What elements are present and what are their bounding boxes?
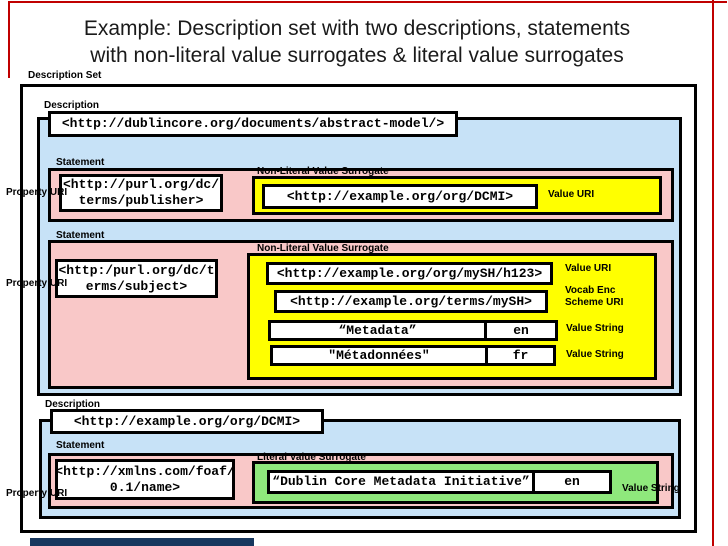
- statement-1-label: Statement: [56, 157, 105, 168]
- vocab-enc-label-line2: Scheme URI: [565, 297, 624, 308]
- statement-2-property-uri-line1: <http:/purl.org/dc/t: [58, 262, 215, 278]
- statement-2-value-string-1-box: “Metadata” en: [268, 320, 558, 341]
- statement-1-value-uri-label: Value URI: [548, 189, 595, 200]
- slide-title: Example: Description set with two descri…: [0, 15, 714, 69]
- statement-3-property-uri-line1: <http://xmlns.com/foaf/: [55, 463, 235, 479]
- statement-3-value-string: “Dublin Core Metadata Initiative”: [272, 474, 530, 489]
- description-1-label: Description: [44, 100, 100, 111]
- statement-2-value-uri: <http://example.org/org/mySH/h123>: [276, 265, 543, 281]
- statement-2-vocab-scheme-uri: <http://example.org/terms/mySH>: [290, 293, 532, 309]
- red-frame-left-line: [8, 1, 10, 78]
- statement-2-value-string-1-label: Value String: [566, 323, 624, 334]
- statement-2-vocab-scheme-label: Vocab Enc Scheme URI: [565, 285, 623, 309]
- statement-1-value-uri-box: <http://example.org/org/DCMI>: [262, 184, 538, 209]
- statement-1-property-uri-label: Property URI: [6, 187, 68, 198]
- statement-2-value-string-2-box: "Métadonnées" fr: [270, 345, 556, 366]
- footer-navy-bar: [30, 538, 254, 546]
- statement-3-property-uri-box: <http://xmlns.com/foaf/ 0.1/name>: [55, 459, 235, 500]
- statement-3-literal-label: Literal Value Surrogate: [257, 452, 366, 463]
- statement-2-lang-2: fr: [485, 348, 553, 363]
- description-set-label: Description Set: [28, 70, 102, 81]
- statement-3-label: Statement: [56, 440, 105, 451]
- statement-2-value-string-2-label: Value String: [566, 349, 624, 360]
- statement-2-label: Statement: [56, 230, 105, 241]
- red-frame-top-line: [8, 1, 727, 3]
- statement-2-property-uri-label: Property URI: [6, 278, 68, 289]
- vocab-enc-label-line1: Vocab Enc: [565, 285, 616, 296]
- statement-1-property-uri-line2: terms/publisher>: [78, 193, 204, 208]
- description-2-uri-box: <http://example.org/org/DCMI>: [50, 409, 324, 434]
- statement-3-value-string-box: “Dublin Core Metadata Initiative” en: [267, 470, 612, 494]
- statement-3-property-uri-label: Property URI: [6, 488, 68, 499]
- statement-2-property-uri-box: <http:/purl.org/dc/t erms/subject>: [55, 259, 218, 298]
- statement-1-property-uri-box: <http://purl.org/dc/ terms/publisher>: [59, 174, 223, 212]
- statement-1-property-uri-line1: <http://purl.org/dc/: [62, 177, 220, 192]
- description-2-label: Description: [45, 399, 101, 410]
- description-1-uri-box: <http://dublincore.org/documents/abstrac…: [48, 111, 458, 137]
- statement-3-value-string-label: Value String: [622, 483, 680, 494]
- red-frame-right-line: [712, 0, 714, 546]
- description-1-uri: <http://dublincore.org/documents/abstrac…: [61, 116, 445, 131]
- statement-2-lang-1: en: [484, 323, 555, 338]
- statement-1-value-uri: <http://example.org/org/DCMI>: [286, 188, 514, 204]
- statement-1-non-literal-label: Non-Literal Value Surrogate: [257, 166, 389, 177]
- statement-3-property-uri-line2: 0.1/name>: [109, 479, 181, 495]
- statement-3-lang: en: [532, 473, 609, 491]
- statement-2-value-uri-box: <http://example.org/org/mySH/h123>: [266, 262, 553, 285]
- statement-2-non-literal-label: Non-Literal Value Surrogate: [257, 243, 389, 254]
- statement-2-property-uri-line2: erms/subject>: [85, 278, 188, 294]
- statement-2-value-uri-label: Value URI: [565, 263, 612, 274]
- slide-title-line1: Example: Description set with two descri…: [83, 17, 631, 40]
- description-2-uri: <http://example.org/org/DCMI>: [73, 413, 301, 429]
- statement-2-value-string-2: "Métadonnées": [328, 347, 430, 363]
- statement-2-value-string-1: “Metadata”: [338, 322, 417, 338]
- statement-2-vocab-scheme-box: <http://example.org/terms/mySH>: [274, 290, 548, 313]
- slide-title-line2: with non-literal value surrogates & lite…: [90, 44, 624, 67]
